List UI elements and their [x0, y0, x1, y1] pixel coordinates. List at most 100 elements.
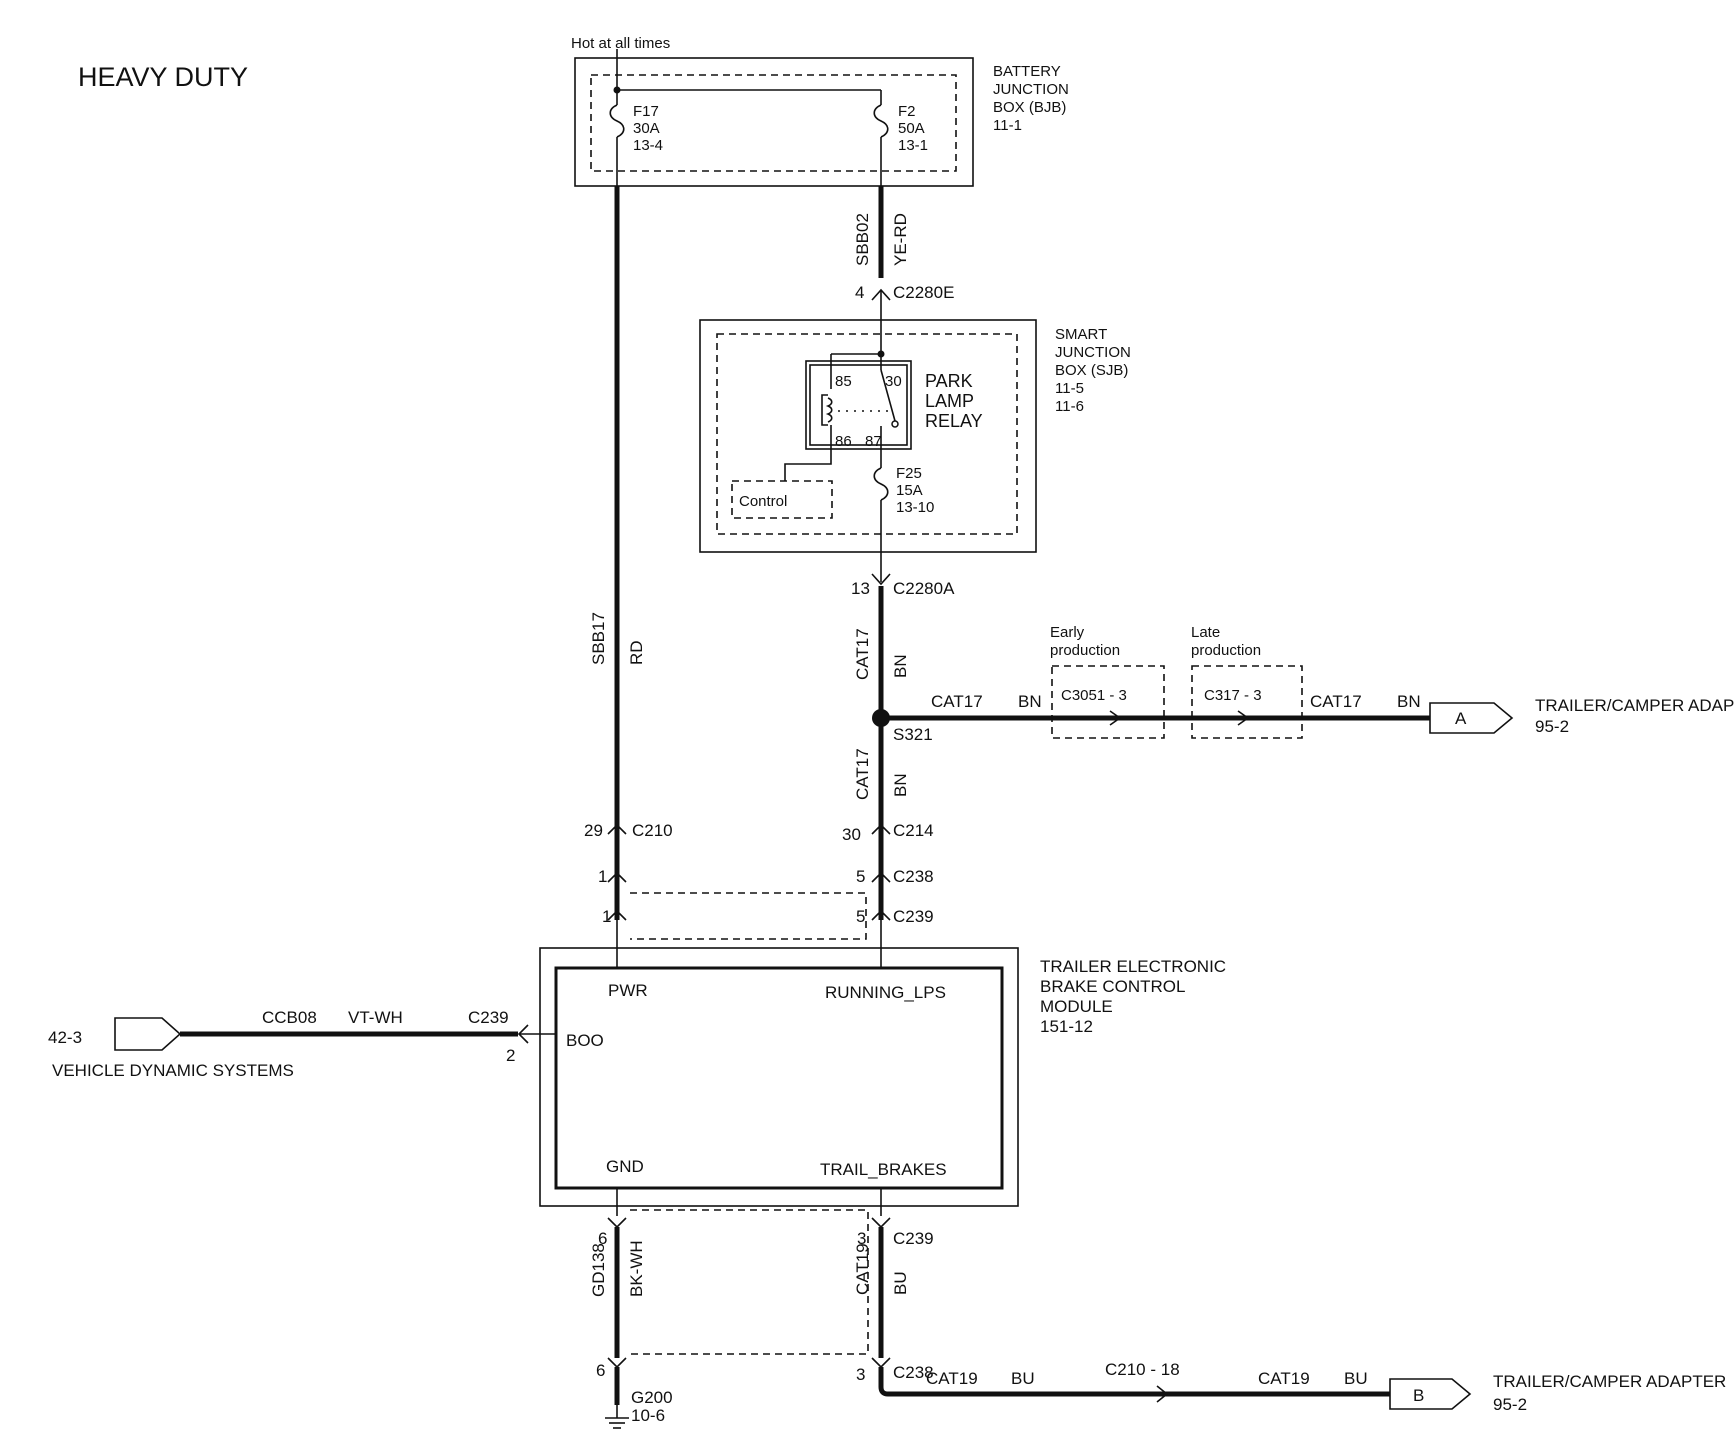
svg-text:BOX (SJB): BOX (SJB)	[1055, 362, 1128, 379]
c2280e-label: C2280E	[893, 283, 954, 302]
svg-text:15A: 15A	[896, 482, 923, 499]
svg-text:MODULE: MODULE	[1040, 997, 1113, 1016]
cat19-color-label: BU	[891, 1271, 910, 1295]
sbb17-circuit-label: SBB17	[589, 612, 608, 665]
svg-text:BATTERY: BATTERY	[993, 63, 1061, 80]
ground-g200: G200 10-6	[605, 1388, 673, 1429]
c214-label: C214	[893, 821, 934, 840]
svg-text:LAMP: LAMP	[925, 391, 974, 411]
gnd-c239-left-connector-icon	[607, 1217, 627, 1229]
reference-arrow-vds-icon	[114, 1017, 182, 1051]
vehicle-dynamic-systems-input: 42-3 VEHICLE DYNAMIC SYSTEMS CCB08 VT-WH…	[48, 1008, 556, 1080]
c239-right-connector-icon	[871, 909, 891, 921]
g200-ref: 10-6	[631, 1406, 665, 1425]
reference-arrow-b-icon	[1389, 1378, 1472, 1410]
svg-text:5: 5	[856, 867, 865, 886]
c317-connector-icon	[1237, 710, 1250, 726]
boo-connector-icon	[517, 1024, 529, 1044]
sjb-outline	[699, 319, 1037, 553]
gd138-circuit-label: GD138	[589, 1243, 608, 1297]
cat19-circuit-label: CAT19	[853, 1243, 872, 1295]
c3051-label: C3051 - 3	[1061, 687, 1127, 704]
svg-text:production: production	[1050, 642, 1120, 659]
trailer-adapter-b: B TRAILER/CAMPER ADAPTER 95-2	[1389, 1372, 1726, 1414]
boo-c239-label: C239	[468, 1008, 509, 1027]
fuse-f17-label: F17 30A 13-4	[633, 103, 663, 154]
svg-text:11-1: 11-1	[993, 117, 1022, 134]
svg-text:F25: F25	[896, 465, 922, 482]
hot-at-all-times-label: Hot at all times	[571, 35, 670, 52]
cat19-h1-color-label: BU	[1011, 1369, 1035, 1388]
c238-left-connector-icon	[607, 871, 627, 883]
park-lamp-relay-label: PARK LAMP RELAY	[925, 371, 983, 431]
trailer-adapter-b-ref: 95-2	[1493, 1395, 1527, 1414]
svg-text:B: B	[1413, 1386, 1424, 1405]
svg-text:6: 6	[598, 1229, 607, 1248]
pin-gnd-label: GND	[606, 1157, 644, 1176]
svg-text:87: 87	[865, 433, 882, 450]
svg-text:JUNCTION: JUNCTION	[1055, 344, 1131, 361]
bjb-inner-outline	[590, 74, 957, 172]
cat17-h1-circuit-label: CAT17	[931, 692, 983, 711]
svg-text:BOX (BJB): BOX (BJB)	[993, 99, 1066, 116]
lower-inline-connectors: 6 3 C239 6 3 C238	[596, 1209, 934, 1384]
bjb-label: BATTERY JUNCTION BOX (BJB) 11-1	[993, 63, 1069, 134]
c239-label: C239	[893, 907, 934, 926]
svg-text:SMART: SMART	[1055, 326, 1107, 343]
svg-text:5: 5	[856, 907, 865, 926]
fuse-f25-label: F25 15A 13-10	[896, 465, 934, 516]
cat17-upper-color-label: BN	[891, 654, 910, 678]
svg-text:F2: F2	[898, 103, 916, 120]
pin-pwr-label: PWR	[608, 981, 648, 1000]
svg-text:BRAKE CONTROL: BRAKE CONTROL	[1040, 977, 1185, 996]
module-outer-outline	[539, 947, 1019, 1207]
trailer-brake-control-module: PWR RUNNING_LPS BOO GND TRAIL_BRAKES TRA…	[539, 947, 1226, 1207]
battery-junction-box: Hot at all times F17 30A 13-4 F2 50A 13-…	[571, 35, 1069, 187]
svg-text:11-6: 11-6	[1055, 398, 1084, 415]
svg-text:86: 86	[835, 433, 852, 450]
c239-left-connector-icon	[607, 909, 627, 921]
module-inner-outline	[554, 966, 1004, 1190]
vds-ref: 42-3	[48, 1028, 82, 1047]
diagram-title: HEAVY DUTY	[78, 62, 248, 92]
g200-label: G200	[631, 1388, 673, 1407]
svg-text:151-12: 151-12	[1040, 1017, 1093, 1036]
late-production-option: Late production C317 - 3	[1191, 624, 1303, 739]
c3051-connector-icon	[1109, 710, 1122, 726]
fuse-f2-label: F2 50A 13-1	[898, 103, 928, 154]
module-label: TRAILER ELECTRONIC BRAKE CONTROL MODULE …	[1040, 957, 1226, 1036]
gd138-color-label: BK-WH	[627, 1240, 646, 1297]
svg-text:1: 1	[602, 907, 611, 926]
svg-text:A: A	[1455, 709, 1467, 728]
relay-coil-icon	[821, 394, 828, 426]
svg-text:Late: Late	[1191, 624, 1220, 641]
vds-label: VEHICLE DYNAMIC SYSTEMS	[52, 1061, 294, 1080]
relay-pin-labels: 85 30 86 87	[835, 373, 902, 450]
bjb-outline	[574, 57, 974, 187]
c2280a-pin: 13	[851, 579, 870, 598]
c2280e-pin: 4	[855, 283, 864, 302]
cat17-lower-color-label: BN	[891, 773, 910, 797]
early-production-option: Early production C3051 - 3	[1050, 624, 1165, 739]
c210-label: C210	[632, 821, 673, 840]
gnd-c239-right-connector-icon	[871, 1217, 891, 1229]
trailer-adapter-a: A TRAILER/CAMPER ADAPTER 95-2	[1429, 696, 1734, 736]
trailer-adapter-b-label: TRAILER/CAMPER ADAPTER	[1493, 1372, 1726, 1391]
s321-label: S321	[893, 725, 933, 744]
park-lamp-relay-box	[805, 360, 912, 450]
pin-trail-brakes-label: TRAIL_BRAKES	[820, 1160, 947, 1179]
cat17-lower-circuit-label: CAT17	[853, 748, 872, 800]
svg-text:TRAILER ELECTRONIC: TRAILER ELECTRONIC	[1040, 957, 1226, 976]
c317-label: C317 - 3	[1204, 687, 1262, 704]
svg-text:3: 3	[856, 1365, 865, 1384]
svg-text:3: 3	[857, 1229, 866, 1248]
ccb08-color-label: VT-WH	[348, 1008, 403, 1027]
sbb02-circuit-label: SBB02	[853, 213, 872, 266]
gnd-c239-label: C239	[893, 1229, 934, 1248]
svg-text:1: 1	[598, 867, 607, 886]
smart-junction-box: 85 30 86 87 PARK LAMP RELAY Control F25 …	[699, 319, 1131, 553]
wire-cat19-horizontal	[878, 1367, 1390, 1397]
ccb08-circuit-label: CCB08	[262, 1008, 317, 1027]
svg-text:RELAY: RELAY	[925, 411, 983, 431]
